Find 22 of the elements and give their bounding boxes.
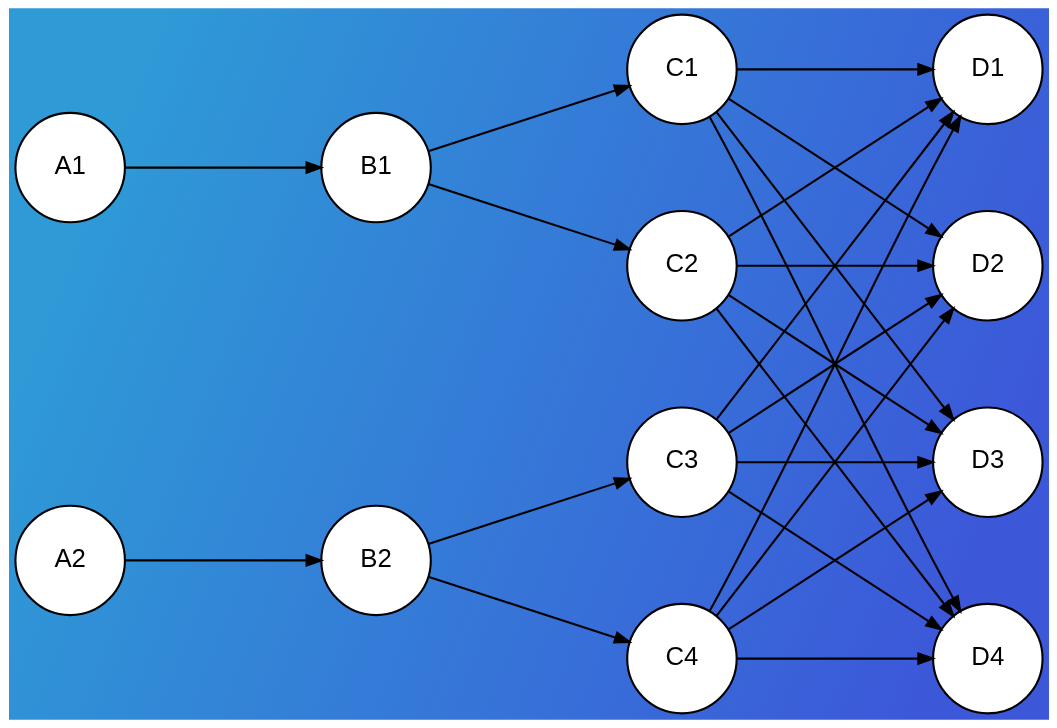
node-circle: C3	[625, 406, 738, 518]
node-circle: C2	[625, 210, 738, 322]
arrow	[736, 62, 936, 76]
node-circle: D2	[931, 210, 1044, 322]
node-circle: A1	[13, 111, 126, 224]
arrow	[736, 259, 936, 273]
arrow	[427, 183, 632, 251]
arrow	[427, 575, 632, 644]
node-circle: B2	[319, 504, 432, 617]
node-circle: D4	[931, 602, 1044, 715]
arrow	[124, 553, 324, 567]
node-circle: C1	[625, 13, 738, 126]
node-circle: D1	[931, 13, 1044, 126]
node-circle: C4	[625, 602, 738, 715]
arrow	[427, 477, 632, 545]
node-circle: D3	[931, 406, 1044, 518]
arrow	[427, 84, 632, 153]
node-circle: A2	[13, 504, 126, 617]
arrow	[124, 161, 324, 175]
node-circle: B1	[319, 111, 432, 224]
arrow	[736, 652, 936, 666]
arrow	[736, 455, 936, 469]
